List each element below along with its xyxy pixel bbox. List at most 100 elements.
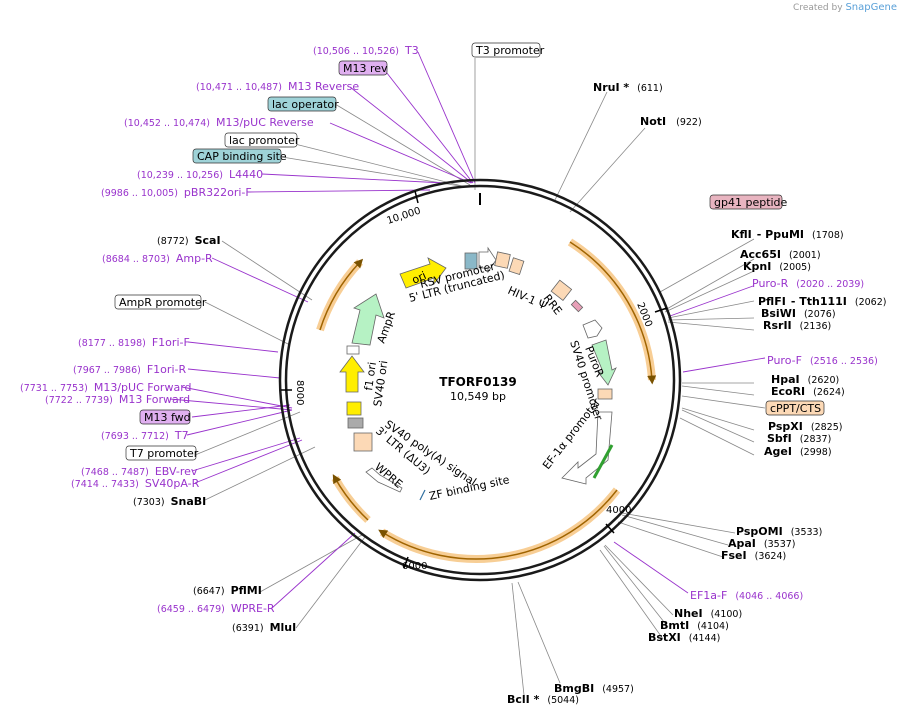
rsv-arrow (478, 246, 497, 274)
ef1a-green-line (592, 444, 614, 479)
svg-text:(10,452 .. 10,474)M13/pUC Reve: (10,452 .. 10,474)M13/pUC Reverse (124, 116, 314, 129)
scai-name: ScaI (195, 234, 221, 247)
plasmid-name: TFORF0139 (439, 375, 516, 389)
svg-text:(10,471 .. 10,487)M13 Reverse: (10,471 .. 10,487)M13 Reverse (196, 80, 359, 93)
sbfi-name: SbfI (767, 432, 792, 445)
pflmi-pos: (6647) (193, 586, 225, 597)
cap-site-box (192, 148, 282, 164)
svg-text:BsiWI(2076): BsiWI(2076) (761, 307, 836, 320)
acc65i-pos: (2001) (789, 250, 821, 261)
hpai-pos: (2620) (808, 375, 840, 386)
ppumi-name: - PpuMI (757, 228, 804, 241)
ltr3-block (353, 432, 373, 452)
lac-promoter-label: lac promoter (229, 134, 300, 147)
svg-text:PspOMI(3533): PspOMI(3533) (736, 525, 822, 538)
ebv-rev-pos: (7468 .. 7487) (81, 467, 149, 478)
ampr-arrow (351, 293, 385, 346)
svg-text:(7468 .. 7487)EBV-rev: (7468 .. 7487) EBV-rev (81, 465, 198, 478)
polya-block (347, 417, 364, 429)
svg-text:BclI *(5044): BclI *(5044) (507, 693, 579, 706)
ampr-promoter-block (346, 345, 360, 355)
acc65i-name: Acc65I (740, 248, 781, 261)
lac-block (464, 252, 478, 270)
svg-text:(7967 .. 7986)F1ori-R: (7967 .. 7986)F1ori-R (73, 363, 186, 376)
puro-f-name: Puro-F (767, 354, 802, 367)
ecori-pos: (2624) (813, 387, 845, 398)
fsei-pos: (3624) (755, 551, 787, 562)
puro-f-pos: (2516 .. 2536) (810, 356, 878, 367)
gp41-label: gp41 peptide (714, 196, 788, 209)
svg-text:BmgBI(4957): BmgBI(4957) (554, 682, 634, 695)
tick-6000: 6000 (402, 561, 427, 572)
svg-text:ApaI(3537): ApaI(3537) (728, 537, 796, 550)
feature-arrows (339, 246, 617, 501)
m13fwd-box-label: M13 fwd (144, 411, 191, 424)
pbr322-pos: (9986 .. 10,005) (101, 188, 178, 199)
f1ori-f-name: F1ori-F (152, 336, 190, 349)
f1ori-f-pos: (8177 .. 8198) (78, 338, 146, 349)
m13puc-rev-pos: (10,452 .. 10,474) (124, 118, 210, 129)
ebv-rev-name: EBV-rev (155, 465, 198, 478)
snabi-name: SnaBI (171, 495, 207, 508)
m13rev-box (338, 60, 388, 76)
f1ori-arrow (339, 355, 365, 393)
svg-text:(7303)SnaBI: (7303)SnaBI (133, 495, 206, 508)
svg-text:(10,239 .. 10,256)L4440: (10,239 .. 10,256)L4440 (137, 168, 263, 181)
svg-text:FseI(3624): FseI(3624) (721, 549, 786, 562)
lac-operator-label: lac operator (272, 98, 339, 111)
m13reverse-name: M13 Reverse (288, 80, 359, 93)
cppt-box (765, 400, 825, 416)
svg-text:BstXI(4144): BstXI (4144) (648, 631, 720, 644)
tick-4000: 4000 (606, 505, 631, 516)
m13rev-label: M13 rev (343, 62, 388, 75)
orange-arcs-core (319, 241, 657, 560)
plasmid-length: 10,549 bp (450, 390, 506, 403)
svg-text:(6459 .. 6479)WPRE-R: (6459 .. 6479) WPRE-R (157, 602, 275, 615)
pspomi-name: PspOMI (736, 525, 783, 538)
wpre-r-name: WPRE-R (231, 602, 275, 615)
t3-promoter-label: T3 promoter (475, 44, 545, 57)
kpni-pos: (2005) (779, 262, 811, 273)
svg-text:PflFI- Tth111I(2062): PflFI- Tth111I(2062) (758, 295, 886, 308)
cppt-block (597, 388, 613, 400)
bstxi-name: BstXI (648, 631, 681, 644)
puro-r-name: Puro-R (752, 277, 789, 290)
wpre-arrow (365, 467, 403, 493)
agei-name: AgeI (764, 445, 792, 458)
svg-text:(7693 .. 7712)T7: (7693 .. 7712)T7 (101, 429, 189, 442)
svg-text:(6647)PflMI: (6647)PflMI (193, 584, 262, 597)
t7-name: T7 (174, 429, 189, 442)
wpre-r-pos: (6459 .. 6479) (157, 604, 225, 615)
sv40-arrow (582, 319, 603, 339)
nrui-pos: (611) (637, 83, 663, 94)
apai-name: ApaI (728, 537, 756, 550)
bsiwi-name: BsiWI (761, 307, 796, 320)
svg-text:AgeI(2998): AgeI(2998) (764, 445, 832, 458)
bstxi-pos: (4144) (689, 633, 721, 644)
lac-promoter-box (224, 132, 298, 148)
svg-text:Acc65I(2001): Acc65I (2001) (740, 248, 821, 261)
gp41-block (570, 299, 584, 313)
bmgbi-pos: (4957) (602, 684, 634, 695)
rsrii-name: RsrII (763, 319, 792, 332)
svg-text:(8684 .. 8703)Amp-R: (8684 .. 8703)Amp-R (102, 252, 213, 265)
noti-pos: (922) (676, 117, 702, 128)
m13fwd-box (139, 409, 191, 425)
ef1a-f-name: EF1a-F (690, 589, 727, 602)
sv40pa-r-name: SV40pA-R (145, 477, 200, 490)
rsrii-pos: (2136) (800, 321, 832, 332)
svg-text:NruI *(611): NruI *(611) (593, 81, 663, 94)
ori-arrow (399, 257, 447, 289)
bmti-pos: (4104) (697, 621, 729, 632)
svg-text:RsrII(2136): RsrII (2136) (763, 319, 831, 332)
zf-mark (419, 489, 426, 501)
nhei-pos: (4100) (711, 609, 743, 620)
svg-text:HpaI(2620): HpaI(2620) (771, 373, 839, 386)
snapgene-brand: Created by SnapGene (793, 2, 897, 13)
nhei-name: NheI (674, 607, 703, 620)
backbone-outer (278, 178, 682, 582)
svg-text:KflI- PpuMI(1708): KflI- PpuMI(1708) (731, 228, 844, 241)
svg-text:EF1a-F(4046 .. 4066): EF1a-F(4046 .. 4066) (690, 589, 803, 602)
ampr-primer-pos: (8684 .. 8703) (102, 254, 170, 265)
sv40pa-r-pos: (7414 .. 7433) (71, 479, 139, 490)
